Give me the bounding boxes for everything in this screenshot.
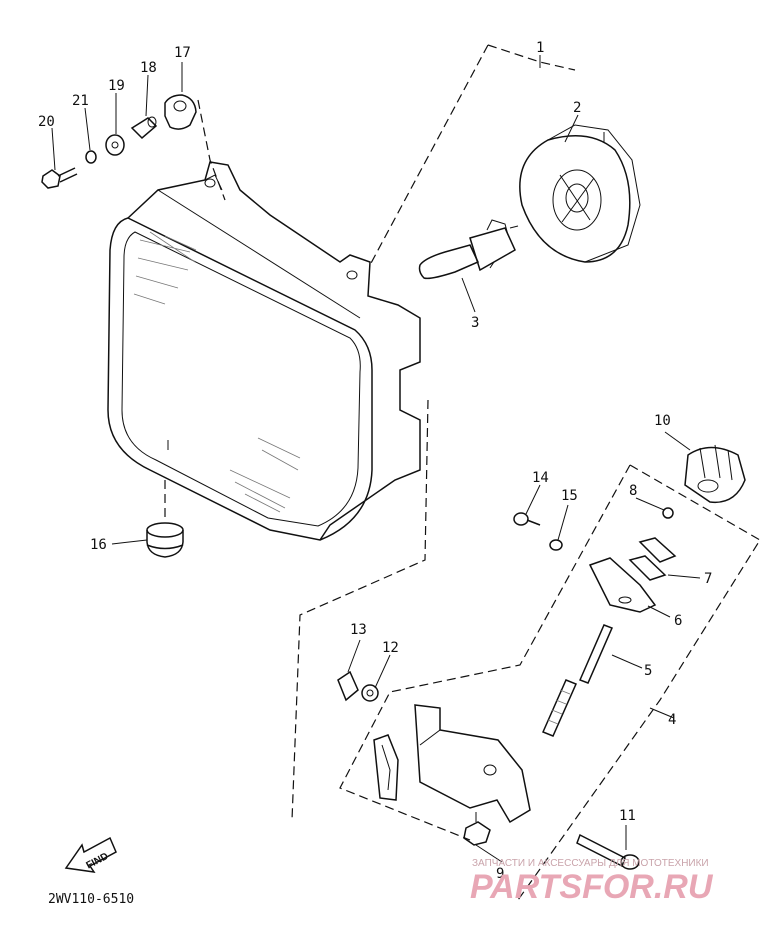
headlight-housing <box>107 161 421 541</box>
assembly-boundary-4 <box>339 464 761 901</box>
callout-21: 21 <box>72 93 89 109</box>
callout-5: 5 <box>644 663 652 679</box>
callout-6: 6 <box>674 613 682 629</box>
callout-15: 15 <box>561 488 578 504</box>
damper-17 <box>164 94 197 130</box>
washer-21 <box>85 150 97 164</box>
damper-16 <box>146 480 184 558</box>
bracket-plate <box>414 704 531 824</box>
adjuster-6 <box>588 557 657 613</box>
assembly-boundary-1 <box>197 44 576 821</box>
clip-13 <box>337 670 359 702</box>
callout-4: 4 <box>668 712 676 728</box>
callout-10: 10 <box>654 413 671 429</box>
callout-2: 2 <box>573 100 581 116</box>
screw-14 <box>513 512 541 526</box>
callout-12: 12 <box>382 640 399 656</box>
watermark-tagline: ЗАПЧАСТИ И АКСЕССУАРЫ ДЛЯ МОТОТЕХНИКИ <box>472 858 709 869</box>
leader-lines <box>51 55 701 863</box>
callout-3: 3 <box>471 315 479 331</box>
callout-17: 17 <box>174 45 191 61</box>
callout-18: 18 <box>140 60 157 76</box>
callout-13: 13 <box>350 622 367 638</box>
watermark-logo: PARTSFOR.RU <box>470 868 714 906</box>
callout-8: 8 <box>629 483 637 499</box>
diagram-part-code: 2WV110-6510 <box>48 892 134 907</box>
headlight-bulb <box>418 219 519 280</box>
callout-16: 16 <box>90 537 107 553</box>
callout-9: 9 <box>496 866 504 882</box>
bolt-20 <box>41 167 78 189</box>
socket-cover <box>519 124 641 263</box>
find-arrow-icon: FIND <box>64 836 117 873</box>
callout-20: 20 <box>38 114 55 130</box>
washer-19 <box>105 134 125 156</box>
callout-7: 7 <box>704 571 712 587</box>
bolt-11 <box>576 833 640 870</box>
adjusting-screw-5 <box>541 624 614 737</box>
find-label: FIND <box>84 851 110 872</box>
watermark: ЗАПЧАСТИ И АКСЕССУАРЫ ДЛЯ МОТОТЕХНИКИ PA… <box>470 858 714 906</box>
callout-1: 1 <box>536 40 544 56</box>
clip-8 <box>662 507 674 519</box>
nuts-7 <box>628 537 677 581</box>
washer-15 <box>549 539 563 551</box>
callouts: 1 2 3 4 5 6 7 8 9 10 11 12 13 14 15 16 1… <box>38 40 712 882</box>
callout-19: 19 <box>108 78 125 94</box>
callout-14: 14 <box>532 470 549 486</box>
callout-11: 11 <box>619 808 636 824</box>
collar-18 <box>130 116 158 140</box>
grommet-12 <box>361 684 379 702</box>
nut-9 <box>463 812 491 846</box>
bracket-clip <box>373 734 399 801</box>
damper-10 <box>684 444 746 504</box>
